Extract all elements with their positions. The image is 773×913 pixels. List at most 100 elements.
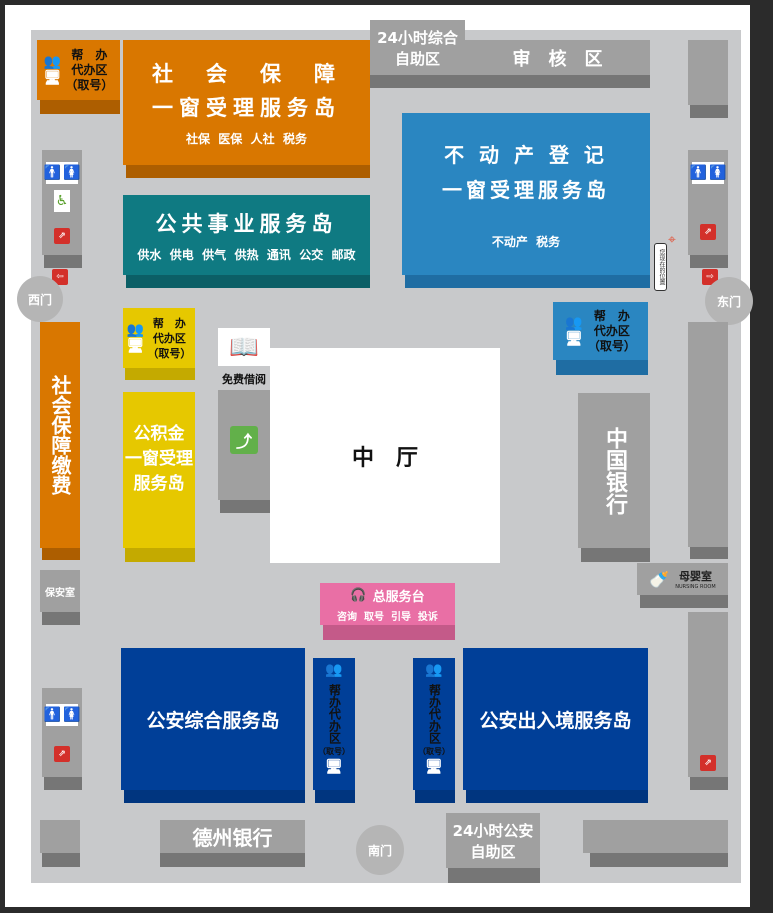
block-shadow bbox=[42, 612, 80, 625]
label: 24小时公安 bbox=[452, 821, 534, 840]
helper-zone-blue[interactable]: 👥🖥 帮 办代办区（取号） bbox=[553, 302, 648, 360]
restroom-west[interactable]: 🚹🚺 ♿ ⇗ bbox=[42, 150, 82, 255]
block-shadow bbox=[323, 625, 455, 640]
restroom-icon: 🚹🚺 bbox=[690, 162, 726, 184]
social-payment-area[interactable]: 社会保障缴费 bbox=[40, 322, 80, 548]
label: NURSING ROOM bbox=[675, 584, 716, 590]
public-utilities-island[interactable]: 公共事业服务岛 供水 供电 供气 供热 通讯 公交 邮政 bbox=[123, 195, 370, 275]
restroom-icon: 🚹🚺 bbox=[44, 703, 80, 726]
dezhou-bank[interactable]: 德州银行 bbox=[160, 820, 305, 853]
block-shadow bbox=[42, 548, 80, 560]
block-shadow bbox=[160, 853, 305, 867]
stairs-icon: ⇗ bbox=[700, 224, 716, 240]
label: 社会保障缴费 bbox=[48, 375, 72, 495]
helper-label: 代办区 bbox=[152, 331, 186, 345]
island-title: 不 动 产 登 记 bbox=[444, 142, 608, 167]
handshake-icon: 👥 bbox=[126, 322, 145, 338]
gray-block bbox=[583, 820, 728, 853]
police-self-service-24h[interactable]: 24小时公安自助区 bbox=[446, 813, 540, 868]
block-shadow bbox=[581, 548, 650, 562]
block-shadow bbox=[556, 360, 648, 375]
monitor-icon: 🖥 bbox=[325, 759, 343, 775]
label: 公积金 bbox=[133, 424, 185, 444]
south-door[interactable]: 南门 bbox=[356, 825, 404, 875]
label: 服务岛 bbox=[133, 474, 185, 494]
island-services: 供水 供电 供气 供热 通讯 公交 邮政 bbox=[137, 247, 356, 262]
bank-of-china[interactable]: 中国银行 bbox=[578, 393, 650, 548]
block-shadow bbox=[126, 165, 370, 178]
island-title: 公共事业服务岛 bbox=[155, 211, 338, 236]
block-shadow bbox=[40, 100, 120, 114]
label: 中 厅 bbox=[351, 445, 418, 471]
handshake-icon: 👥 bbox=[325, 662, 343, 678]
book-reader-icon: 📖 bbox=[218, 328, 270, 366]
audit-area[interactable]: 审 核 区 bbox=[465, 40, 650, 75]
island-services: 社保 医保 人社 税务 bbox=[185, 132, 308, 146]
security-room[interactable]: 保安室 bbox=[40, 570, 80, 612]
helper-zone-yellow[interactable]: 👥🖥 帮 办代办区（取号） bbox=[123, 308, 195, 368]
helper-label: 代办区 bbox=[71, 62, 108, 77]
handshake-icon: 👥 bbox=[43, 54, 62, 70]
helper-label: 帮 办 bbox=[71, 47, 108, 62]
east-door[interactable]: 东门 bbox=[705, 277, 753, 325]
helper-label: （取号） bbox=[318, 747, 350, 756]
block-shadow bbox=[44, 777, 82, 790]
restroom-south[interactable]: 🚹🚺 ⇗ bbox=[42, 688, 82, 777]
headset-icon: 🎧 bbox=[350, 587, 367, 603]
label: 咨询 取号 引导 投诉 bbox=[337, 611, 438, 623]
restroom-east[interactable]: 🚹🚺 ⇗ bbox=[688, 150, 728, 255]
block-shadow bbox=[220, 500, 270, 513]
gray-block bbox=[40, 820, 80, 853]
helper-label: （取号） bbox=[587, 338, 636, 353]
escalator-icon: ⤴ bbox=[230, 426, 258, 454]
housing-fund-island[interactable]: 公积金一窗受理服务岛 bbox=[123, 392, 195, 548]
location-pin-icon: ⌖ bbox=[668, 232, 676, 248]
free-reading-label[interactable]: 免费借阅 bbox=[222, 373, 266, 386]
label: 自助区 bbox=[470, 842, 516, 861]
gray-block bbox=[688, 40, 728, 105]
helper-zone-orange[interactable]: 👥🖥 帮 办代办区（取号） bbox=[37, 40, 120, 100]
label: 中国银行 bbox=[602, 426, 627, 515]
block-shadow bbox=[690, 105, 728, 118]
helper-label: （取号） bbox=[147, 346, 192, 360]
self-service-24h[interactable]: 24小时综合自助区 bbox=[370, 20, 465, 75]
label: 保安室 bbox=[45, 587, 75, 599]
exit-icon: ⇦ bbox=[52, 269, 68, 285]
island-title: 社 会 保 障 bbox=[152, 62, 341, 86]
escalator-block[interactable]: ⤴ bbox=[218, 390, 270, 500]
helper-label: 代办区 bbox=[593, 323, 630, 338]
label: 母婴室 bbox=[678, 570, 712, 583]
block-shadow bbox=[125, 368, 195, 380]
handshake-icon: 👥 bbox=[425, 662, 443, 678]
helper-label: 帮办代办区 bbox=[427, 684, 442, 744]
stairs-icon: ⇗ bbox=[54, 228, 70, 244]
monitor-icon: 🖥 bbox=[565, 331, 583, 347]
central-hall[interactable]: 中 厅 bbox=[270, 348, 500, 563]
island-title: 一窗受理服务岛 bbox=[152, 96, 341, 120]
real-estate-island[interactable]: 不 动 产 登 记 一窗受理服务岛 不动产 税务 bbox=[402, 113, 650, 275]
monitor-icon: 🖥 bbox=[126, 338, 145, 354]
label: 审 核 区 bbox=[512, 48, 603, 70]
island-title: 一窗受理服务岛 bbox=[442, 177, 610, 202]
block-shadow bbox=[448, 868, 540, 883]
label: 总服务台 bbox=[372, 589, 425, 605]
baby-bottle-icon: 🍼 bbox=[649, 569, 670, 589]
helper-zone-navy[interactable]: 👥 帮办代办区 （取号） 🖥 bbox=[313, 658, 355, 790]
block-shadow bbox=[640, 595, 728, 608]
block-shadow bbox=[42, 853, 80, 867]
label: 24小时综合 bbox=[377, 28, 458, 47]
main-service-desk[interactable]: 🎧 总服务台 咨询 取号 引导 投诉 bbox=[320, 583, 455, 625]
monitor-icon: 🖥 bbox=[43, 70, 62, 86]
police-exit-entry-island[interactable]: 公安出入境服务岛 bbox=[463, 648, 648, 790]
helper-label: （取号） bbox=[65, 77, 114, 92]
west-door[interactable]: 西门 bbox=[17, 276, 63, 322]
police-general-island[interactable]: 公安综合服务岛 bbox=[121, 648, 305, 790]
label: 德州银行 bbox=[192, 826, 273, 850]
block-shadow bbox=[690, 777, 728, 790]
social-security-island[interactable]: 社 会 保 障 一窗受理服务岛 社保 医保 人社 税务 bbox=[123, 40, 370, 165]
stairs-icon: ⇗ bbox=[54, 745, 70, 762]
helper-label: （取号） bbox=[418, 747, 450, 756]
helper-zone-navy[interactable]: 👥 帮办代办区 （取号） 🖥 bbox=[413, 658, 455, 790]
block-shadow bbox=[690, 547, 728, 559]
